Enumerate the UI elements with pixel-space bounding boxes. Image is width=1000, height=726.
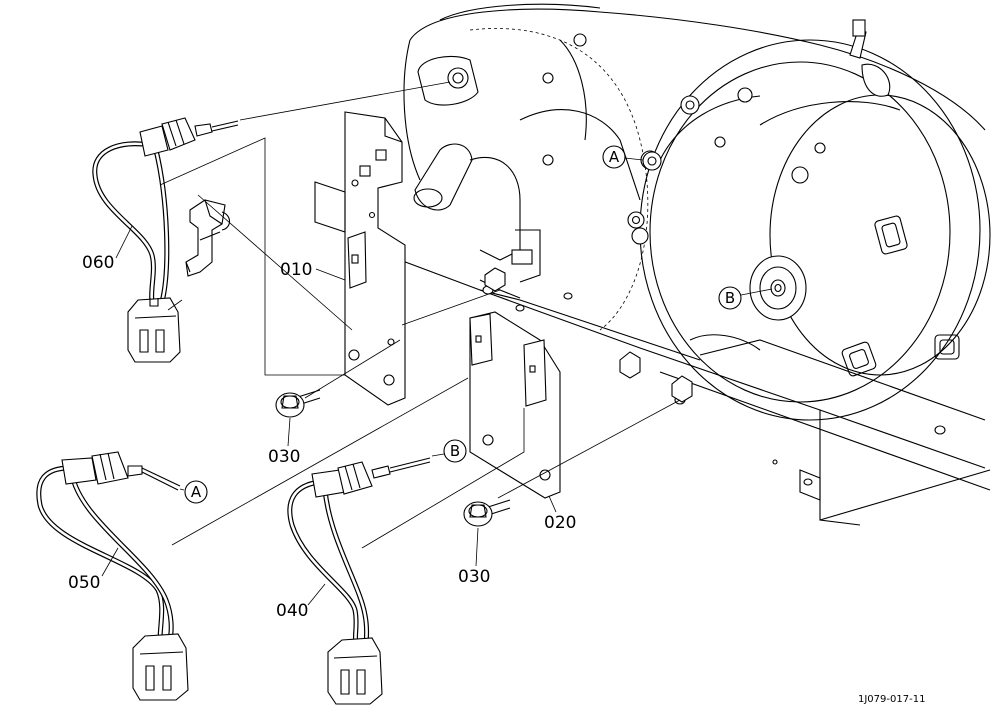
part-label-050: 050 [68, 573, 100, 593]
part-label-010: 010 [280, 260, 312, 280]
temperature-sensor-050 [36, 451, 189, 701]
part-labels: 060 010 030 050 040 020 030 [68, 225, 576, 621]
bracket-plate-020 [469, 311, 561, 499]
part-label-040: 040 [276, 601, 308, 621]
callout-a-engine: A [602, 145, 644, 169]
part-label-020: 020 [544, 513, 576, 533]
temperature-sensor-040 [287, 457, 431, 705]
part-label-030-upper: 030 [268, 447, 300, 467]
part-label-030-lower: 030 [458, 567, 490, 587]
callout-a-sensor: A [184, 480, 208, 504]
bolt-030-lower [463, 499, 511, 527]
callout-b-engine-letter: B [725, 289, 735, 307]
callout-b-engine: B [718, 286, 773, 310]
temperature-sensor-060 [92, 117, 239, 363]
bolt-030-upper [275, 389, 321, 418]
callout-b-sensor-letter: B [450, 442, 460, 460]
engine-assembly [403, 3, 991, 421]
drawing-code: 1J079-017-11 [858, 694, 925, 705]
part-label-060: 060 [82, 253, 114, 273]
bracket-plate-010 [314, 111, 406, 406]
cable-clip [185, 199, 231, 277]
callout-a-sensor-letter: A [191, 483, 202, 501]
callout-b-sensor: B [443, 439, 467, 463]
base-frame [359, 244, 991, 526]
leader-lines [159, 81, 681, 549]
callout-a-engine-letter: A [609, 148, 620, 166]
